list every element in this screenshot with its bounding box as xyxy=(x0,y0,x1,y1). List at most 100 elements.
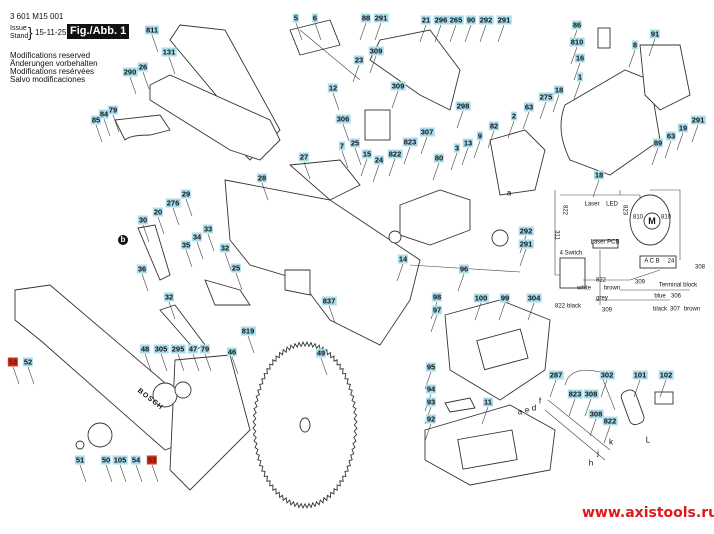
leader-line xyxy=(430,314,438,333)
leader-line xyxy=(633,379,641,398)
screw-51 xyxy=(75,440,85,450)
wiring-label: 311 xyxy=(553,230,560,240)
link-arm xyxy=(159,304,206,351)
leader-line xyxy=(369,55,377,74)
blade-arbor-hole xyxy=(299,417,311,433)
wiring-label: brown xyxy=(683,306,701,313)
callout-823: 823 xyxy=(567,389,583,399)
wiring-label: 24 xyxy=(667,258,675,265)
leader-line xyxy=(507,120,515,139)
leader-line xyxy=(473,140,481,159)
note-en: Modifications reserved xyxy=(10,51,91,60)
callout-47: 47 xyxy=(187,344,199,354)
callout-302: 302 xyxy=(599,370,615,380)
callout-97: 97 xyxy=(431,305,443,315)
callout-53: 53 xyxy=(7,357,19,367)
carbon-brush xyxy=(597,27,611,49)
leader-line xyxy=(142,224,150,243)
callout-27: 27 xyxy=(298,152,310,162)
callout-95: 95 xyxy=(425,362,437,372)
leader-line xyxy=(235,272,243,291)
callout-19: 19 xyxy=(677,123,689,133)
brace: } xyxy=(28,24,33,40)
wiring-label: Terminal block xyxy=(658,282,698,289)
callout-309: 309 xyxy=(368,46,384,56)
gear-housing xyxy=(224,179,421,346)
callout-305: 305 xyxy=(153,344,169,354)
leader-line xyxy=(231,356,239,375)
callout-810: 810 xyxy=(569,37,585,47)
connection-letter-e: e xyxy=(524,405,530,415)
callout-88: 88 xyxy=(360,13,372,23)
switch-housing xyxy=(369,29,461,111)
leader-line xyxy=(12,366,20,385)
callout-63: 63 xyxy=(523,102,535,112)
leader-line xyxy=(135,464,143,483)
callout-53: 53 xyxy=(146,455,158,465)
leader-line xyxy=(303,161,311,180)
leader-line xyxy=(129,76,137,95)
leader-line xyxy=(332,92,340,111)
leader-line xyxy=(676,132,684,151)
callout-16: 16 xyxy=(574,53,586,63)
connection-letter-d: d xyxy=(531,403,537,413)
leader-line xyxy=(589,418,597,437)
base-opening xyxy=(457,429,518,470)
callout-50: 50 xyxy=(100,455,112,465)
callout-822: 822 xyxy=(602,416,618,426)
leader-line xyxy=(592,179,600,198)
callout-84: 84 xyxy=(98,109,110,119)
figure-label: Fig./Abb. 1 xyxy=(67,24,130,39)
callout-304: 304 xyxy=(526,293,542,303)
callout-25: 25 xyxy=(230,263,242,273)
callout-82: 82 xyxy=(488,121,500,131)
leader-line xyxy=(141,273,149,292)
callout-89: 89 xyxy=(652,138,664,148)
callout-2: 2 xyxy=(510,111,518,121)
leader-line xyxy=(659,379,667,398)
leader-line xyxy=(172,207,180,226)
leader-line xyxy=(157,216,165,235)
callout-24: 24 xyxy=(373,155,385,165)
issue-date: 15-11-25 xyxy=(35,28,67,37)
leader-line xyxy=(570,46,578,65)
callout-6: 6 xyxy=(311,13,319,23)
callout-32: 32 xyxy=(163,292,175,302)
callout-291: 291 xyxy=(373,13,389,23)
leader-line xyxy=(27,366,35,385)
leader-line xyxy=(192,353,200,372)
callout-837: 837 xyxy=(321,296,337,306)
watermark-url: www.axistools.ru xyxy=(582,505,714,521)
callout-12: 12 xyxy=(327,83,339,93)
leader-line xyxy=(207,233,215,252)
note-de: Änderungen vorbehalten xyxy=(10,59,98,68)
leader-line xyxy=(204,353,212,372)
callout-15: 15 xyxy=(361,149,373,159)
leader-line xyxy=(105,464,113,483)
leader-line xyxy=(573,81,581,100)
plate-93 xyxy=(444,397,476,413)
leader-line xyxy=(449,24,457,43)
callout-5: 5 xyxy=(292,13,300,23)
leader-line xyxy=(519,248,527,267)
shaft xyxy=(299,29,361,81)
callout-290: 290 xyxy=(122,67,138,77)
callout-23: 23 xyxy=(353,55,365,65)
callout-287: 287 xyxy=(548,370,564,380)
callout-307: 307 xyxy=(419,127,435,137)
note-es: Salvo modificaciones xyxy=(10,75,86,84)
callout-86: 86 xyxy=(571,20,583,30)
armature xyxy=(399,189,471,246)
wiring-label: 309 xyxy=(634,279,646,286)
callout-131: 131 xyxy=(161,47,177,57)
leader-line xyxy=(168,301,176,320)
leader-line xyxy=(177,353,185,372)
part-number: 3 601 M15 001 xyxy=(10,12,64,21)
leader-line xyxy=(568,398,576,417)
callout-1: 1 xyxy=(576,72,584,82)
leader-line xyxy=(691,124,699,143)
leader-line xyxy=(450,152,458,171)
callout-298: 298 xyxy=(455,101,471,111)
motor-end-cap xyxy=(639,44,691,111)
wiring-label: 308 xyxy=(694,264,706,271)
